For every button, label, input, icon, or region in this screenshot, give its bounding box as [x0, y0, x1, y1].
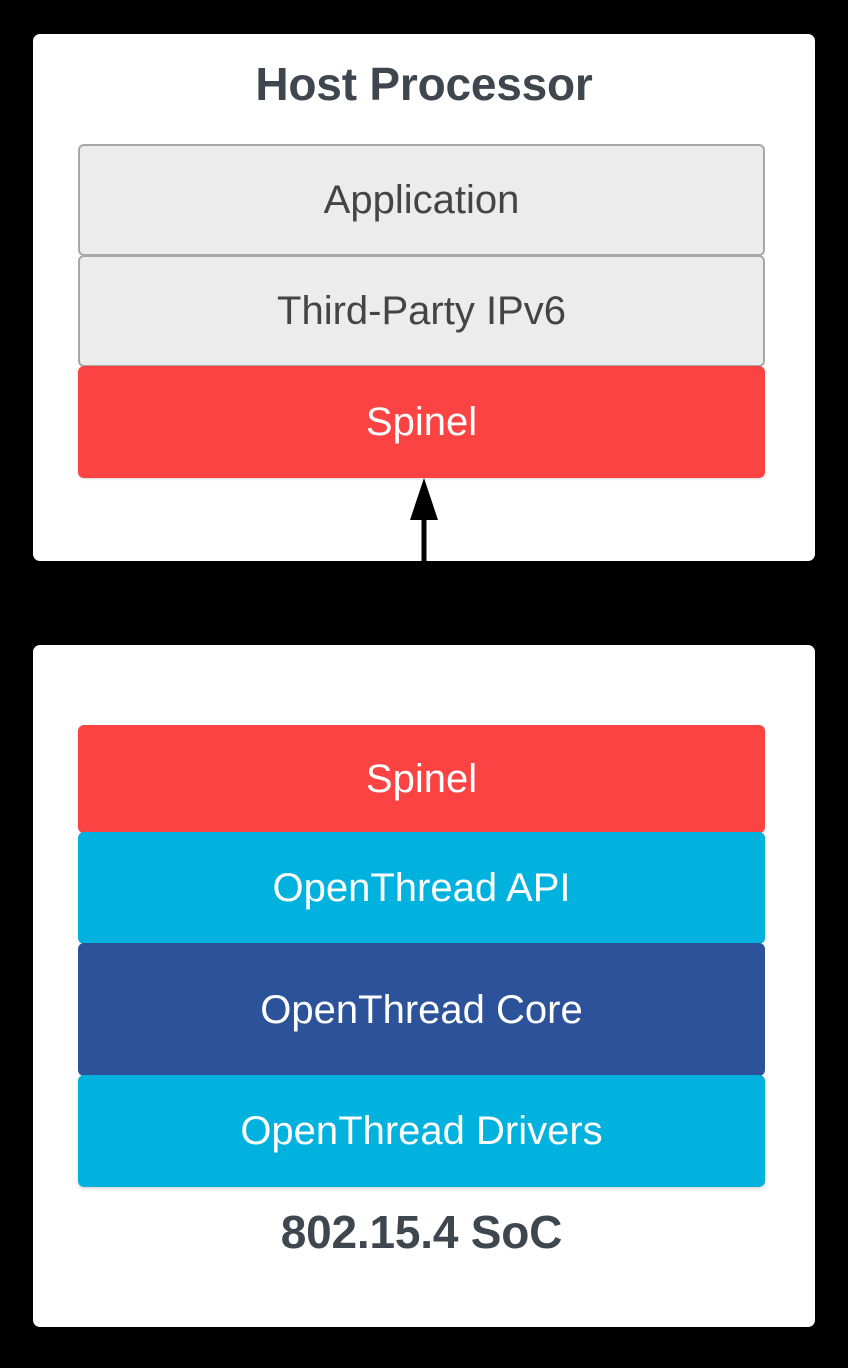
layer-openthread-core: OpenThread Core — [78, 943, 765, 1076]
layer-spinel-soc-label: Spinel — [365, 757, 478, 801]
layer-openthread-drivers: OpenThread Drivers — [78, 1075, 765, 1187]
layer-third-party-ipv6-label: Third-Party IPv6 — [277, 289, 566, 333]
layer-third-party-ipv6: Third-Party IPv6 — [78, 255, 765, 367]
host-layer-stack: Application Third-Party IPv6 Spinel — [78, 144, 765, 478]
soc-layer-stack: Spinel OpenThread API OpenThread Core Op… — [78, 725, 765, 1255]
layer-openthread-api: OpenThread API — [78, 832, 765, 944]
host-processor-panel: Host Processor Application Third-Party I… — [33, 34, 815, 561]
layer-application: Application — [78, 144, 765, 256]
layer-spinel-host: Spinel — [78, 366, 765, 478]
layer-openthread-api-label: OpenThread API — [272, 866, 571, 910]
layer-openthread-core-label: OpenThread Core — [260, 987, 583, 1032]
host-processor-title: Host Processor — [255, 58, 593, 110]
layer-openthread-drivers-label: OpenThread Drivers — [240, 1109, 603, 1153]
soc-panel: Spinel OpenThread API OpenThread Core Op… — [33, 645, 815, 1327]
soc-panel-title: 802.15.4 SoC — [280, 1206, 563, 1258]
layer-spinel-host-label: Spinel — [365, 400, 478, 444]
layer-spinel-soc: Spinel — [78, 725, 765, 833]
layer-application-label: Application — [323, 178, 520, 222]
